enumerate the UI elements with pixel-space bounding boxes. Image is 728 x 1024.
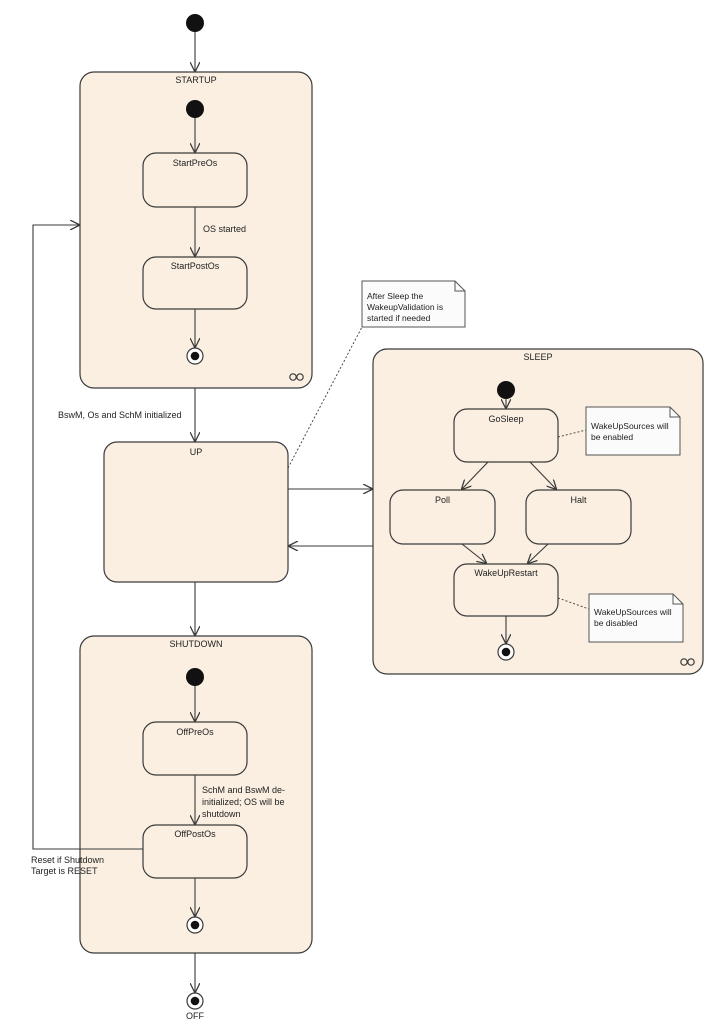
note-wakeup-disabled-line2: be disabled <box>594 618 638 628</box>
startup-composite-state <box>79 71 313 389</box>
note-anchors <box>287 326 590 610</box>
note-wakeup-enabled-line1: WakeUpSources will <box>591 421 669 431</box>
transition-gosleep-to-halt <box>529 461 556 489</box>
transition-deinit-line1: SchM and BswM de- <box>202 785 286 795</box>
note-anchor-after-sleep <box>287 326 363 469</box>
state-off-pre-os-label: OffPreOs <box>176 727 214 737</box>
note-wakeup-enabled <box>585 406 681 456</box>
sleep-decomposition-icon <box>680 658 695 666</box>
note-after-sleep-line1: After Sleep the <box>367 291 424 301</box>
transition-reset-line1: Reset if Shutdown <box>31 855 105 865</box>
state-halt-label: Halt <box>570 495 587 505</box>
transition-poll-to-wakeuprestart <box>461 543 486 563</box>
note-wakeup-disabled <box>588 593 684 643</box>
transition-gosleep-to-poll <box>462 461 489 489</box>
state-start-post-os-label: StartPostOs <box>170 261 220 271</box>
state-go-sleep <box>453 408 559 463</box>
final-node-startup <box>186 347 204 365</box>
shutdown-title: SHUTDOWN <box>169 639 223 649</box>
transition-reset-line2: Target is RESET <box>31 866 98 876</box>
state-poll-label: Poll <box>434 495 450 505</box>
state-up <box>103 441 289 583</box>
transitions <box>32 32 556 992</box>
note-after-sleep-line3: started if needed <box>367 313 431 323</box>
note-wakeup-disabled-line1: WakeUpSources will <box>594 607 672 617</box>
transition-os-started-label: OS started <box>203 224 247 234</box>
note-anchor-wakeup-enabled <box>557 429 587 438</box>
note-after-sleep <box>361 280 466 328</box>
state-start-pre-os-label: StartPreOs <box>172 158 218 168</box>
shutdown-composite-state <box>79 635 313 954</box>
startup-decomposition-icon <box>289 373 304 381</box>
state-off-post-os-label: OffPostOs <box>174 829 216 839</box>
sleep-title: SLEEP <box>523 352 553 362</box>
transition-deinit-line2: initialized; OS will be <box>202 797 285 807</box>
transition-reset <box>32 225 143 850</box>
startup-title: STARTUP <box>175 75 217 85</box>
off-label: OFF <box>186 1011 204 1021</box>
initial-node-top <box>186 14 204 32</box>
final-node-shutdown <box>186 916 204 934</box>
transition-halt-to-wakeuprestart <box>528 543 549 563</box>
initial-node-startup <box>186 100 204 118</box>
note-wakeup-enabled-line2: be enabled <box>591 432 634 442</box>
initial-node-shutdown <box>186 668 204 686</box>
note-anchor-wakeup-disabled <box>557 597 590 610</box>
note-after-sleep-line2: WakeupValidation is <box>367 302 444 312</box>
state-poll <box>389 489 496 545</box>
transition-deinit-line3: shutdown <box>202 809 241 819</box>
final-node-sleep <box>497 643 515 661</box>
transition-initialized-label: BswM, Os and SchM initialized <box>58 410 182 420</box>
state-halt <box>525 489 632 545</box>
state-up-label: UP <box>189 447 203 457</box>
final-node-off <box>186 992 204 1010</box>
initial-node-sleep <box>497 381 515 399</box>
state-wakeup-restart-label: WakeUpRestart <box>474 568 538 578</box>
state-go-sleep-label: GoSleep <box>488 414 524 424</box>
